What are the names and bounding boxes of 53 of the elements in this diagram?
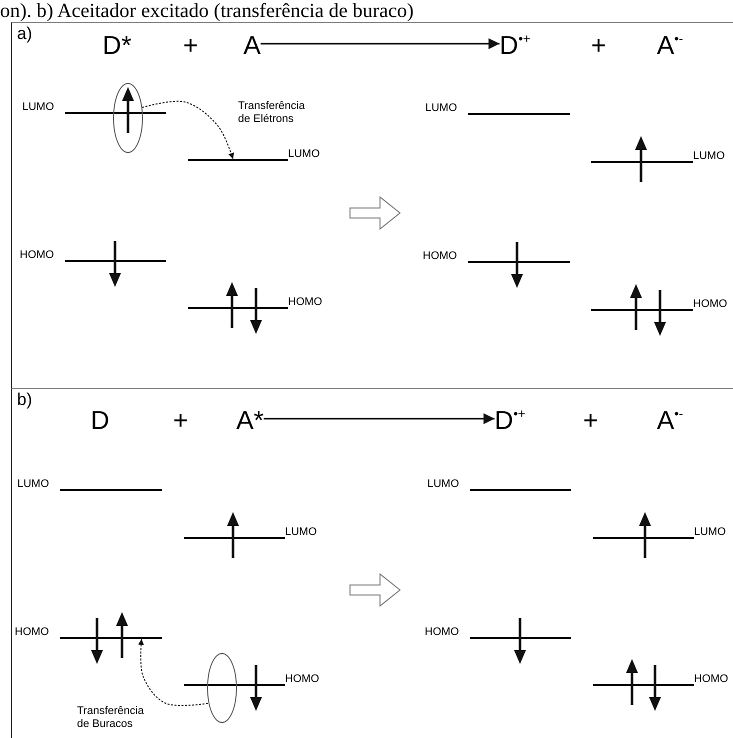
level-label: LUMO xyxy=(693,151,725,162)
level-label: HOMO xyxy=(20,250,54,261)
energy-level-line xyxy=(60,637,162,639)
energy-level-line xyxy=(591,161,693,163)
arrow xyxy=(260,38,500,50)
panel-label: b) xyxy=(17,390,32,410)
formula-text: A xyxy=(243,32,261,58)
formula-text: D* xyxy=(102,32,132,58)
formula-text: A$^{•-}$ xyxy=(656,407,684,433)
energy-level-line xyxy=(470,637,571,639)
level-label: LUMO xyxy=(17,479,49,490)
highlight-ellipse xyxy=(113,83,143,153)
energy-level-line xyxy=(468,261,570,263)
level-label: HOMO xyxy=(424,627,459,638)
energy-level-line xyxy=(188,307,288,309)
formula-text: D$^{•+}$ xyxy=(500,32,530,58)
level-label: LUMO xyxy=(694,527,726,538)
arrow xyxy=(264,413,495,424)
energy-level-line xyxy=(60,489,162,491)
energy-level-line xyxy=(593,537,694,539)
formula-text: A$^{•-}$ xyxy=(656,32,684,58)
level-label: HOMO xyxy=(288,297,322,308)
energy-level-line xyxy=(591,309,693,311)
energy-level-line xyxy=(593,684,694,686)
plus-sign: + xyxy=(591,32,606,58)
level-label: HOMO xyxy=(285,674,320,685)
energy-level-line xyxy=(468,113,570,115)
energy-level-line xyxy=(188,159,288,161)
energy-level-line xyxy=(65,112,166,114)
level-label: HOMO xyxy=(14,627,49,638)
level-label: LUMO xyxy=(427,479,459,490)
highlight-ellipse xyxy=(207,653,237,723)
level-label: LUMO xyxy=(22,102,54,113)
energy-level-line xyxy=(65,260,166,262)
energy-level-line xyxy=(470,489,571,491)
energy-level-line xyxy=(184,684,285,686)
level-label: LUMO xyxy=(288,149,320,160)
level-label: HOMO xyxy=(693,299,728,310)
formula-text: A* xyxy=(236,407,264,433)
level-label: HOMO xyxy=(422,251,457,262)
formula-text: D$^{•+}$ xyxy=(494,407,526,433)
panel-label: a) xyxy=(17,24,32,44)
level-label: LUMO xyxy=(285,527,317,538)
level-label: LUMO xyxy=(425,103,457,114)
formula-text: D xyxy=(90,407,110,433)
dotted-arrow xyxy=(138,638,208,706)
dotted-arrow xyxy=(142,100,234,160)
energy-level-line xyxy=(184,537,285,539)
plus-sign: + xyxy=(173,407,188,433)
plus-sign: + xyxy=(183,32,198,58)
plus-sign: + xyxy=(583,407,598,433)
level-label: HOMO xyxy=(694,674,728,685)
caption-text: on). b) Aceitador excitado (transferência de buraco) xyxy=(0,0,414,22)
